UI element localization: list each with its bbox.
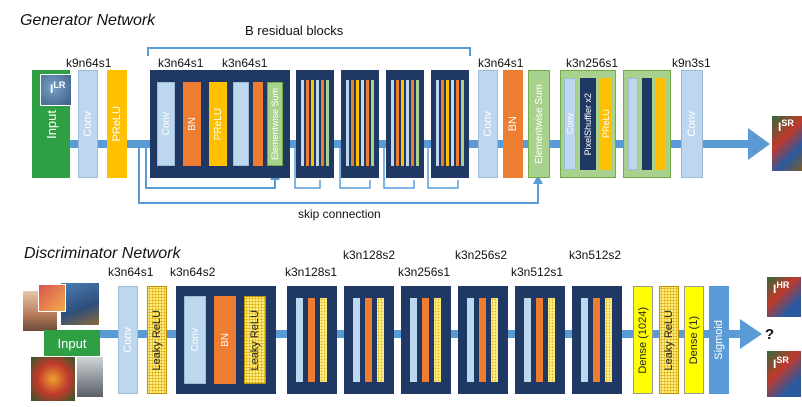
residual-blocks-label: B residual blocks <box>245 23 344 38</box>
disc-conv-layer: Conv <box>118 286 138 394</box>
disc-block-conv-layer: Conv <box>184 296 206 384</box>
sigmoid-layer: Sigmoid <box>709 286 729 394</box>
disc-blocks-collapsed <box>287 286 622 394</box>
residual-block-collapsed <box>296 70 334 178</box>
disc-block-collapsed <box>401 286 451 394</box>
disc-header-label: k3n128s1 <box>285 265 338 279</box>
disc-header-label: k3n64s1 <box>108 265 154 279</box>
residual-block-collapsed <box>386 70 424 178</box>
upsample2-prelu-layer <box>656 78 666 170</box>
res-elementwise-sum: Elementwise Sum <box>267 82 283 166</box>
residual-block-collapsed <box>341 70 379 178</box>
upsample-prelu-layer: PReLU <box>600 78 612 170</box>
gen-header-label: k9n64s1 <box>66 56 112 70</box>
gen-post-conv-layer: Conv <box>478 70 498 178</box>
hr-candidate-image <box>766 276 802 318</box>
real-or-fake-question: ? <box>765 326 775 343</box>
discriminator-input-box: Input <box>44 330 100 356</box>
head-leaky-relu-layer: Leaky ReLU <box>659 286 679 394</box>
gen-elementwise-sum: Elementwise Sum <box>528 70 550 178</box>
hr-tag: IHR <box>773 280 790 296</box>
generator-input-label: Input <box>43 109 59 139</box>
disc-block-collapsed <box>344 286 394 394</box>
dense-1-layer: Dense (1) <box>684 286 704 394</box>
input-image-flowers <box>38 284 66 312</box>
gen-post-bn-layer: BN <box>503 70 523 178</box>
disc-leaky-relu-layer: Leaky ReLU <box>147 286 167 394</box>
res-bn-layer: BN <box>183 82 201 166</box>
sr-candidate-image <box>766 350 802 398</box>
gen-header-label: k9n3s1 <box>672 56 711 70</box>
lr-image-thumbnail <box>40 74 72 106</box>
res-conv-layer: Conv <box>157 82 175 166</box>
input-image-mandrill <box>60 282 100 326</box>
pixelshuffler-layer: PixelShuffler x2 <box>580 78 596 170</box>
disc-header-label: k3n64s2 <box>170 265 216 279</box>
gen-final-conv-layer: Conv <box>681 70 703 178</box>
residual-bracket <box>147 47 471 56</box>
disc-header-label: k3n256s1 <box>398 265 451 279</box>
disc-main-arrow-head <box>740 319 762 349</box>
upsample2-pixelshuffler-layer <box>642 78 652 170</box>
gen-header-label: k3n64s1 <box>222 56 268 70</box>
res-conv-layer-2 <box>233 82 249 166</box>
sr-tag: ISR <box>778 118 794 134</box>
upsample-conv-layer: Conv <box>564 78 576 170</box>
disc-block-bn-layer: BN <box>214 296 236 384</box>
upsample2-conv-layer <box>628 78 638 170</box>
gen-header-label: k3n64s1 <box>478 56 524 70</box>
gen-prelu-layer: PReLU <box>107 70 127 178</box>
gen-conv-layer: Conv <box>78 70 98 178</box>
dense-1024-layer: Dense (1024) <box>633 286 653 394</box>
gen-header-label: k3n256s1 <box>566 56 619 70</box>
input-image-butterfly <box>30 356 76 402</box>
res-bn-layer-2 <box>253 82 263 166</box>
disc-block-collapsed <box>572 286 622 394</box>
residual-blocks-collapsed <box>296 70 469 178</box>
disc-block-leaky-relu-layer: Leaky ReLU <box>244 296 266 384</box>
disc-block-collapsed <box>515 286 565 394</box>
disc-header-label: k3n512s2 <box>569 248 622 262</box>
input-image-street <box>76 356 104 398</box>
disc-header-label: k3n256s2 <box>455 248 508 262</box>
long-skip-line <box>138 146 539 204</box>
discriminator-title: Discriminator Network <box>24 245 181 262</box>
residual-inner-skip <box>145 146 276 189</box>
disc-block-collapsed <box>287 286 337 394</box>
sr-output-image <box>771 115 802 172</box>
disc-header-label: k3n512s1 <box>511 265 564 279</box>
disc-block-collapsed <box>458 286 508 394</box>
disc-sr-tag: ISR <box>773 355 789 371</box>
gen-header-label: k3n64s1 <box>158 56 204 70</box>
lr-tag: ILR <box>50 80 66 96</box>
res-prelu-layer: PReLU <box>209 82 227 166</box>
skip-connection-label: skip connection <box>298 207 381 221</box>
generator-title: Generator Network <box>20 12 156 29</box>
residual-block-collapsed <box>431 70 469 178</box>
generator-main-arrow-head <box>748 128 770 160</box>
disc-header-label: k3n128s2 <box>343 248 396 262</box>
discriminator-input-label: Input <box>57 335 87 351</box>
